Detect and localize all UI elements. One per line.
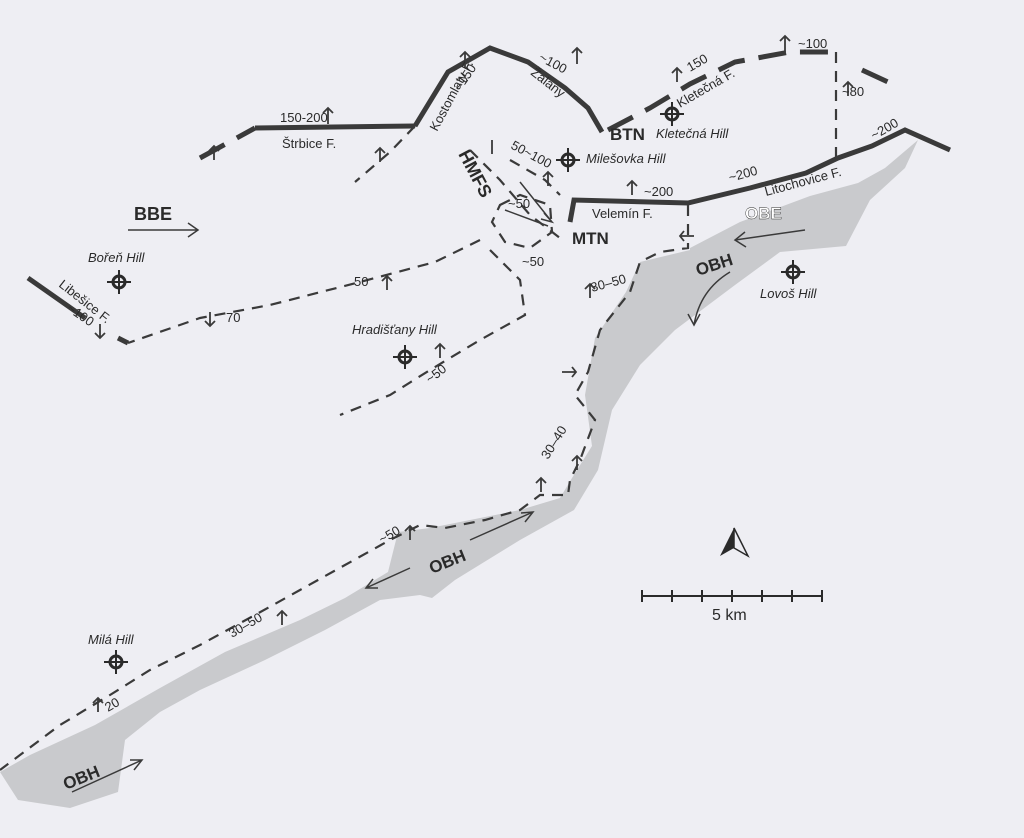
strbice-fault-solid	[254, 123, 416, 131]
dip-100-north: ~100	[798, 36, 827, 51]
kletecna-fault	[606, 49, 836, 133]
dip-50-mtn-south: ~50	[522, 254, 544, 269]
mtn-label: MTN	[572, 229, 609, 248]
hmfs-label: HMFS	[454, 146, 496, 200]
lovos-hill-label: Lovoš Hill	[760, 286, 817, 301]
dip-30-50-north: 30–50	[589, 271, 628, 295]
dip-30-40: 30–40	[538, 423, 570, 462]
libesice-fault-end	[116, 335, 130, 346]
east-fault-dashed	[860, 67, 890, 85]
fault-hmfs-west	[127, 239, 481, 345]
dip-70: 70	[226, 310, 240, 325]
dip-80: ~80	[842, 84, 864, 99]
fault-hmfs-central	[469, 149, 561, 239]
scale-bar	[641, 590, 823, 602]
obh-sw-arrow	[71, 759, 144, 793]
basin-boundary-east	[0, 205, 690, 771]
hradistany-hill-label: Hradišťany Hill	[352, 322, 438, 337]
north-arrow-icon	[720, 527, 750, 558]
velemin-litochovice-fault	[567, 127, 952, 223]
dip-150-kletecna: 150	[684, 51, 710, 75]
scale-bar-label: 5 km	[712, 607, 747, 624]
dip-30-50-south: 30–50	[226, 610, 265, 641]
obe-label: OBE	[745, 204, 782, 223]
strbice-fault-dashed	[198, 125, 257, 161]
dip-ticks	[92, 34, 854, 712]
fault-mtn-ring	[490, 193, 554, 250]
dip-200-velemin: ~200	[644, 184, 673, 199]
milesovka-hill-marker	[556, 148, 580, 172]
obh-center-arrow-right	[469, 511, 535, 541]
obe-arrow	[733, 229, 806, 248]
hradistany-hill-marker	[393, 345, 417, 369]
boren-hill-marker	[107, 270, 131, 294]
obe-obh-basin-area	[0, 140, 918, 808]
btn-label: BTN	[610, 125, 645, 144]
fault-milesovka	[509, 159, 561, 196]
dip-50-hradistany: ~50	[423, 361, 450, 386]
dip-50-mtn-north: ~50	[508, 196, 530, 211]
kletecna-hill-label: Kletečná Hill	[656, 126, 729, 141]
dip-200-litochovice: ~200	[727, 163, 759, 185]
dip-50-100: 50~100	[509, 137, 555, 171]
milesovka-hill-label: Milešovka Hill	[586, 151, 667, 166]
dip-50-west: 50	[354, 274, 368, 289]
libesice-fault	[26, 275, 87, 321]
fault-kostomlaty-south	[354, 125, 416, 183]
hmfs-inner-arrows	[504, 181, 555, 227]
lovos-hill-marker	[781, 260, 805, 284]
dip-150-200: 150-200	[280, 110, 328, 125]
strbice-fault-label: Štrbice F.	[282, 136, 336, 151]
mila-hill-marker	[104, 650, 128, 674]
mila-hill-label: Milá Hill	[88, 632, 135, 647]
obh-lovos-arrow	[687, 271, 731, 327]
obh-center-arrow-left	[364, 567, 411, 589]
fault-hmfs-crossing	[339, 249, 527, 417]
bbe-arrow	[128, 222, 200, 238]
velemin-fault-label: Velemín F.	[592, 206, 653, 221]
kostomlaty-fault	[412, 45, 605, 134]
bbe-label: BBE	[134, 204, 172, 224]
boren-hill-label: Bořeň Hill	[88, 250, 145, 265]
dip-20: 20	[102, 694, 122, 714]
kletecna-hill-marker	[660, 102, 684, 126]
